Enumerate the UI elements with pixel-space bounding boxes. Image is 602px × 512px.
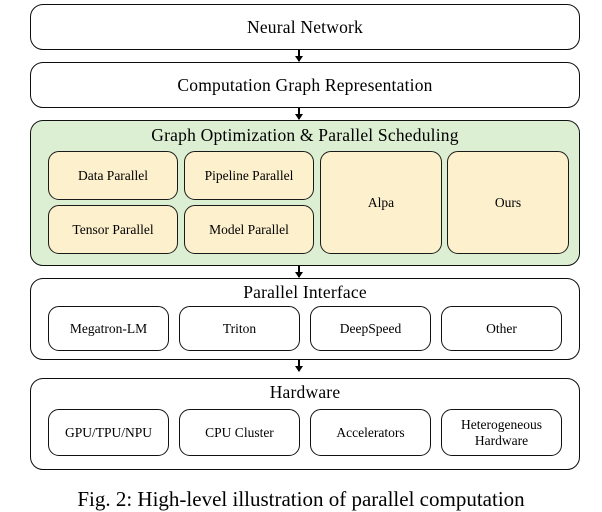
stage-computation-graph: Computation Graph Representation (30, 62, 580, 108)
stage-neural-network: Neural Network (30, 4, 580, 50)
strategy-label-model-parallel: Model Parallel (209, 221, 289, 237)
strategy-label-data-parallel: Data Parallel (77, 167, 149, 183)
hardware-label-accelerators: Accelerators (336, 424, 405, 440)
strategy-box-pipeline-parallel[interactable]: Pipeline Parallel (184, 151, 314, 200)
arrow-nn-to-graph (294, 50, 303, 62)
strategy-box-tensor-parallel[interactable]: Tensor Parallel (48, 205, 178, 254)
strategy-box-data-parallel[interactable]: Data Parallel (48, 151, 178, 200)
interface-label-triton: Triton (222, 320, 257, 336)
interface-label-other: Other (486, 320, 517, 336)
interface-box-triton[interactable]: Triton (179, 306, 300, 351)
stage-hardware-title: Hardware (269, 382, 341, 402)
hardware-label-cpu-cluster: CPU Cluster (205, 424, 274, 440)
strategy-label-pipeline-parallel: Pipeline Parallel (204, 167, 294, 183)
hardware-box-gpu-tpu-npu[interactable]: GPU/TPU/NPU (48, 409, 169, 456)
stage-graph-optimization-title: Graph Optimization & Parallel Scheduling (151, 125, 459, 145)
stage-parallel-interface-title: Parallel Interface (243, 282, 367, 302)
system-box-alpa[interactable]: Alpa (320, 151, 442, 254)
stage-computation-graph-title: Computation Graph Representation (177, 75, 433, 95)
arrow-graph-to-optimization (294, 108, 303, 120)
system-label-ours: Ours (494, 194, 522, 210)
stage-parallel-interface: Parallel Interface Megatron-LM Triton De… (30, 278, 580, 360)
strategy-label-tensor-parallel: Tensor Parallel (72, 221, 154, 237)
interface-label-deepspeed: DeepSpeed (339, 320, 402, 336)
interface-box-other[interactable]: Other (441, 306, 562, 351)
hardware-box-heterogeneous-hardware[interactable]: Heterogeneous Hardware (441, 409, 562, 456)
interface-label-megatron-lm: Megatron-LM (69, 320, 148, 336)
stage-neural-network-title: Neural Network (246, 17, 364, 37)
strategy-box-model-parallel[interactable]: Model Parallel (184, 205, 314, 254)
interface-box-deepspeed[interactable]: DeepSpeed (310, 306, 431, 351)
arrow-interface-to-hardware (294, 360, 303, 372)
system-box-ours[interactable]: Ours (447, 151, 569, 254)
hardware-box-cpu-cluster[interactable]: CPU Cluster (179, 409, 300, 456)
system-label-alpa: Alpa (367, 194, 395, 210)
arrow-optimization-to-interface (294, 266, 303, 278)
stage-graph-optimization: Graph Optimization & Parallel Scheduling… (30, 120, 580, 266)
hardware-label-heterogeneous-hardware: Heterogeneous Hardware (461, 416, 542, 448)
stage-hardware: Hardware GPU/TPU/NPU CPU Cluster Acceler… (30, 378, 580, 470)
interface-box-megatron-lm[interactable]: Megatron-LM (48, 306, 169, 351)
hardware-box-accelerators[interactable]: Accelerators (310, 409, 431, 456)
figure-caption: Fig. 2: High-level illustration of paral… (77, 487, 525, 511)
hardware-label-gpu-tpu-npu: GPU/TPU/NPU (64, 424, 153, 440)
